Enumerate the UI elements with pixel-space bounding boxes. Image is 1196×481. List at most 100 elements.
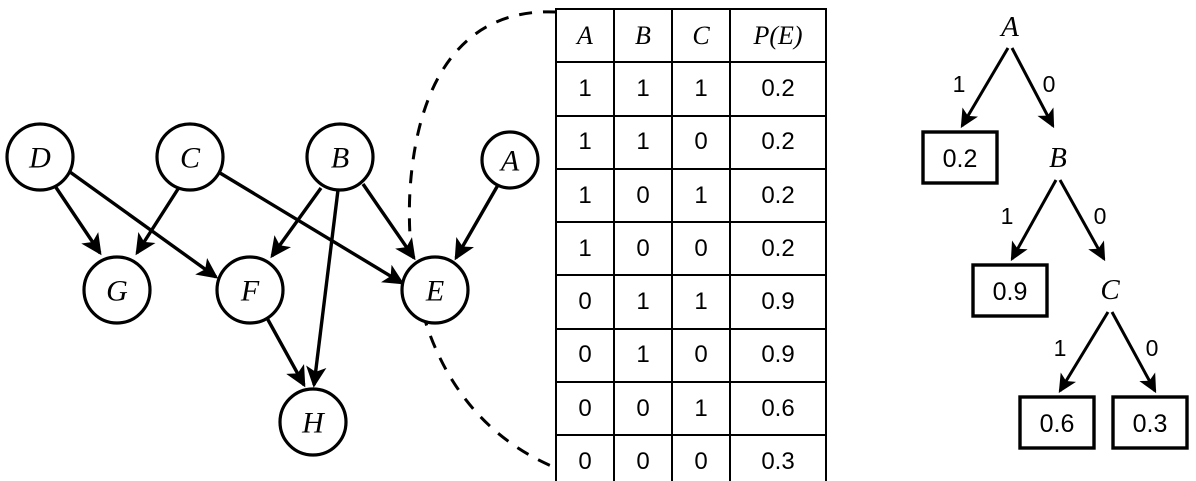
cell-p: 0.2 xyxy=(729,167,827,224)
network-edges xyxy=(53,170,500,388)
node-circle-h[interactable] xyxy=(278,387,348,457)
edge-b-to-f xyxy=(270,187,323,259)
column-header-c: C xyxy=(671,7,731,64)
cell-b: 1 xyxy=(613,114,673,170)
network-node-e[interactable]: E xyxy=(400,255,470,325)
network-node-g[interactable]: G xyxy=(82,255,152,325)
branch-label-a-zero: 0 xyxy=(1043,71,1056,97)
tree-node-c[interactable]: C xyxy=(1100,274,1120,306)
node-circle-b[interactable] xyxy=(305,122,375,192)
node-label-g: G xyxy=(106,275,128,308)
cell-c: 0 xyxy=(671,434,731,481)
tree-leaf-0-9[interactable]: 0.9 xyxy=(971,263,1049,318)
branch-c-one xyxy=(1058,311,1110,394)
cell-c: 1 xyxy=(671,61,731,117)
cell-b: 0 xyxy=(613,221,673,277)
dashed-link-e-to-table xyxy=(407,10,557,470)
tree-node-b[interactable]: B xyxy=(1049,142,1067,174)
edge-d-to-g xyxy=(53,185,102,256)
cell-b: 1 xyxy=(613,274,673,330)
network-node-b[interactable]: B xyxy=(305,122,375,192)
node-circle-g[interactable] xyxy=(82,255,152,325)
tree-node-a[interactable]: A xyxy=(999,11,1019,43)
network-node-c[interactable]: C xyxy=(155,122,225,192)
cell-c: 1 xyxy=(671,381,731,437)
cell-b: 0 xyxy=(613,434,673,481)
branch-b-one xyxy=(1010,179,1058,262)
network-node-d[interactable]: D xyxy=(5,122,75,192)
table-row: 1 1 1 0.2 xyxy=(555,61,827,117)
cell-b: 1 xyxy=(613,327,673,384)
network-node-a[interactable]: A xyxy=(480,130,540,190)
cell-a: 1 xyxy=(555,61,615,117)
table-row: 0 1 0 0.9 xyxy=(555,327,827,384)
cell-p: 0.3 xyxy=(729,434,827,481)
tree-branches xyxy=(960,47,1157,394)
cell-a: 0 xyxy=(555,381,615,437)
leaf-box[interactable] xyxy=(921,130,999,185)
leaf-box[interactable] xyxy=(1018,395,1096,450)
branch-label-c-zero: 0 xyxy=(1146,335,1159,361)
cell-b: 1 xyxy=(613,61,673,117)
branch-a-zero xyxy=(1010,47,1055,129)
branch-b-zero xyxy=(1058,179,1106,262)
node-label-d: D xyxy=(28,142,51,175)
cell-c: 0 xyxy=(671,114,731,170)
network-node-h[interactable]: H xyxy=(278,387,348,457)
cell-p: 0.2 xyxy=(729,61,827,117)
node-label-c: C xyxy=(180,142,201,175)
cell-a: 0 xyxy=(555,327,615,384)
leaf-value: 0.2 xyxy=(943,145,978,173)
cell-c: 0 xyxy=(671,327,731,384)
branch-a-one xyxy=(960,47,1010,129)
cell-c: 1 xyxy=(671,167,731,224)
edge-d-to-f xyxy=(69,170,219,279)
leaf-box[interactable] xyxy=(1111,395,1189,450)
node-circle-a[interactable] xyxy=(480,130,540,190)
cell-a: 0 xyxy=(555,434,615,481)
node-circle-c[interactable] xyxy=(155,122,225,192)
leaf-value: 0.6 xyxy=(1040,410,1075,438)
branch-label-b-zero: 0 xyxy=(1094,203,1107,229)
cell-p: 0.6 xyxy=(729,381,827,437)
cell-p: 0.9 xyxy=(729,327,827,384)
edge-c-to-g xyxy=(135,188,180,256)
conditional-probability-table: A B C P(E) 1 1 1 0.2 1 1 0 0.2 1 0 1 xyxy=(555,7,827,481)
leaf-value: 0.9 xyxy=(993,278,1028,306)
table-header-row: A B C P(E) xyxy=(555,7,827,64)
node-label-e: E xyxy=(425,275,444,308)
branch-label-c-one: 1 xyxy=(1054,335,1067,361)
node-circle-f[interactable] xyxy=(215,255,285,325)
column-header-a: A xyxy=(555,7,615,64)
cell-c: 1 xyxy=(671,274,731,330)
cell-a: 0 xyxy=(555,274,615,330)
tree-leaf-0-6[interactable]: 0.6 xyxy=(1018,395,1096,450)
network-node-f[interactable]: F xyxy=(215,255,285,325)
node-circle-d[interactable] xyxy=(5,122,75,192)
cell-a: 1 xyxy=(555,221,615,277)
node-label-h: H xyxy=(301,407,326,440)
table-row: 0 1 1 0.9 xyxy=(555,274,827,330)
tree-leaf-0-3[interactable]: 0.3 xyxy=(1111,395,1189,450)
table-row: 1 0 0 0.2 xyxy=(555,221,827,277)
table-row: 0 0 0 0.3 xyxy=(555,434,827,481)
table-row: 1 0 1 0.2 xyxy=(555,167,827,224)
cell-p: 0.9 xyxy=(729,274,827,330)
edge-b-to-h xyxy=(306,189,340,388)
node-circle-e[interactable] xyxy=(400,255,470,325)
cell-a: 1 xyxy=(555,114,615,170)
tree-leaf-0-2[interactable]: 0.2 xyxy=(921,130,999,185)
column-header-b: B xyxy=(613,7,673,64)
cell-b: 0 xyxy=(613,381,673,437)
edge-b-to-e xyxy=(361,183,416,261)
leaf-box[interactable] xyxy=(971,263,1049,318)
branch-label-a-one: 1 xyxy=(953,71,966,97)
node-label-b: B xyxy=(331,142,349,175)
leaf-value: 0.3 xyxy=(1133,410,1168,438)
edge-a-to-e xyxy=(454,184,500,261)
cell-b: 0 xyxy=(613,167,673,224)
